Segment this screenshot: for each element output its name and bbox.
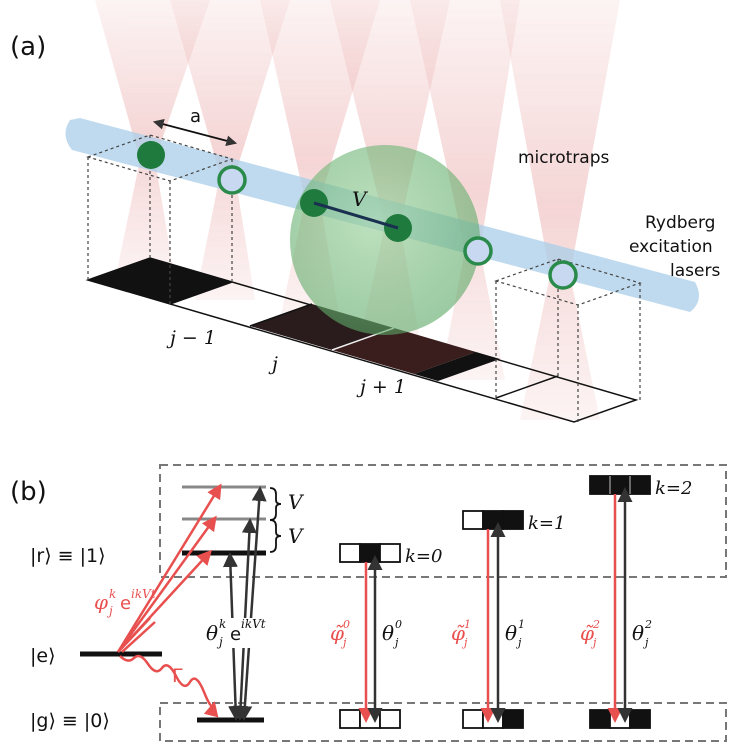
atoms: [137, 141, 578, 290]
decay-label: Γ: [172, 665, 183, 687]
atom-excited: [137, 141, 165, 169]
site-label-j-plus-1: j + 1: [356, 376, 406, 398]
interaction-label: V: [352, 187, 369, 211]
trap-cells: [86, 134, 642, 422]
svg-text:1: 1: [518, 618, 525, 631]
shift-label-bottom: V: [288, 524, 305, 548]
shift-label-top: V: [288, 490, 305, 514]
svg-text:j: j: [392, 636, 399, 649]
phi-0-label: φ̃: [330, 621, 344, 645]
atom-ground: [463, 236, 493, 266]
svg-text:j: j: [642, 636, 649, 649]
svg-text:ikVt: ikVt: [241, 617, 266, 631]
decay-arrow: [119, 654, 219, 718]
k0-column: [339, 543, 401, 729]
theta-1-label: θ: [505, 621, 517, 645]
lasers-label-line2: excitation: [629, 237, 713, 257]
shift-brace: [269, 519, 282, 553]
black-couplings: [222, 486, 267, 721]
theta-0-label: θ: [382, 621, 394, 645]
svg-text:j: j: [216, 635, 223, 649]
shift-brace: [269, 487, 282, 521]
svg-text:0: 0: [343, 618, 350, 631]
atom-ground: [548, 260, 578, 290]
phi-2-label: φ̃: [580, 621, 594, 645]
ground-manifold-box: [159, 702, 727, 742]
phi-1-label: φ̃: [451, 621, 465, 645]
svg-text:j: j: [590, 636, 597, 649]
rydberg-manifold-box: [159, 464, 727, 578]
spacing-label: a: [190, 106, 201, 127]
svg-text:j: j: [340, 636, 347, 649]
svg-text:k: k: [109, 587, 116, 601]
svg-text:k: k: [219, 617, 226, 631]
svg-text:j: j: [515, 636, 522, 649]
state-r-label: |r⟩ ≡ |1⟩: [30, 545, 106, 567]
theta-2-label: θ: [632, 621, 644, 645]
panel-b-label: (b): [10, 477, 47, 507]
site-label-j: j: [268, 353, 278, 375]
state-g-label: |g⟩ ≡ |0⟩: [30, 710, 110, 732]
lasers-label-line1: Rydberg: [645, 213, 715, 233]
k2-label: k=2: [655, 478, 692, 499]
blockade-sphere: [290, 145, 480, 335]
k1-label: k=1: [528, 513, 565, 534]
lasers-label-line3: lasers: [670, 261, 720, 281]
k2-column: [589, 475, 651, 729]
black-coupling-label: θ k j e ikVt: [203, 617, 289, 649]
red-couplings: [116, 483, 222, 653]
svg-text:0: 0: [395, 618, 402, 631]
state-e-label: |e⟩: [30, 645, 56, 667]
red-coupling-label: φ k j e ikVt: [94, 587, 156, 618]
svg-text:j: j: [106, 604, 113, 618]
svg-text:2: 2: [644, 618, 652, 631]
svg-text:e: e: [120, 593, 131, 614]
microtraps-label: microtraps: [518, 148, 610, 168]
spacing-arrow: [152, 118, 238, 147]
panel-a-label: (a): [10, 32, 46, 62]
atom-ground: [217, 165, 247, 195]
k1-column: [462, 510, 524, 729]
svg-text:e: e: [230, 624, 241, 645]
svg-text:1: 1: [464, 618, 471, 631]
k0-label: k=0: [405, 546, 442, 567]
svg-text:2: 2: [592, 618, 600, 631]
svg-text:θ: θ: [206, 621, 218, 645]
site-label-j-minus-1: j − 1: [166, 327, 216, 349]
svg-text:φ: φ: [94, 590, 108, 614]
svg-text:j: j: [461, 636, 468, 649]
interaction-bond: [313, 201, 399, 230]
svg-text:ikVt: ikVt: [131, 587, 156, 601]
